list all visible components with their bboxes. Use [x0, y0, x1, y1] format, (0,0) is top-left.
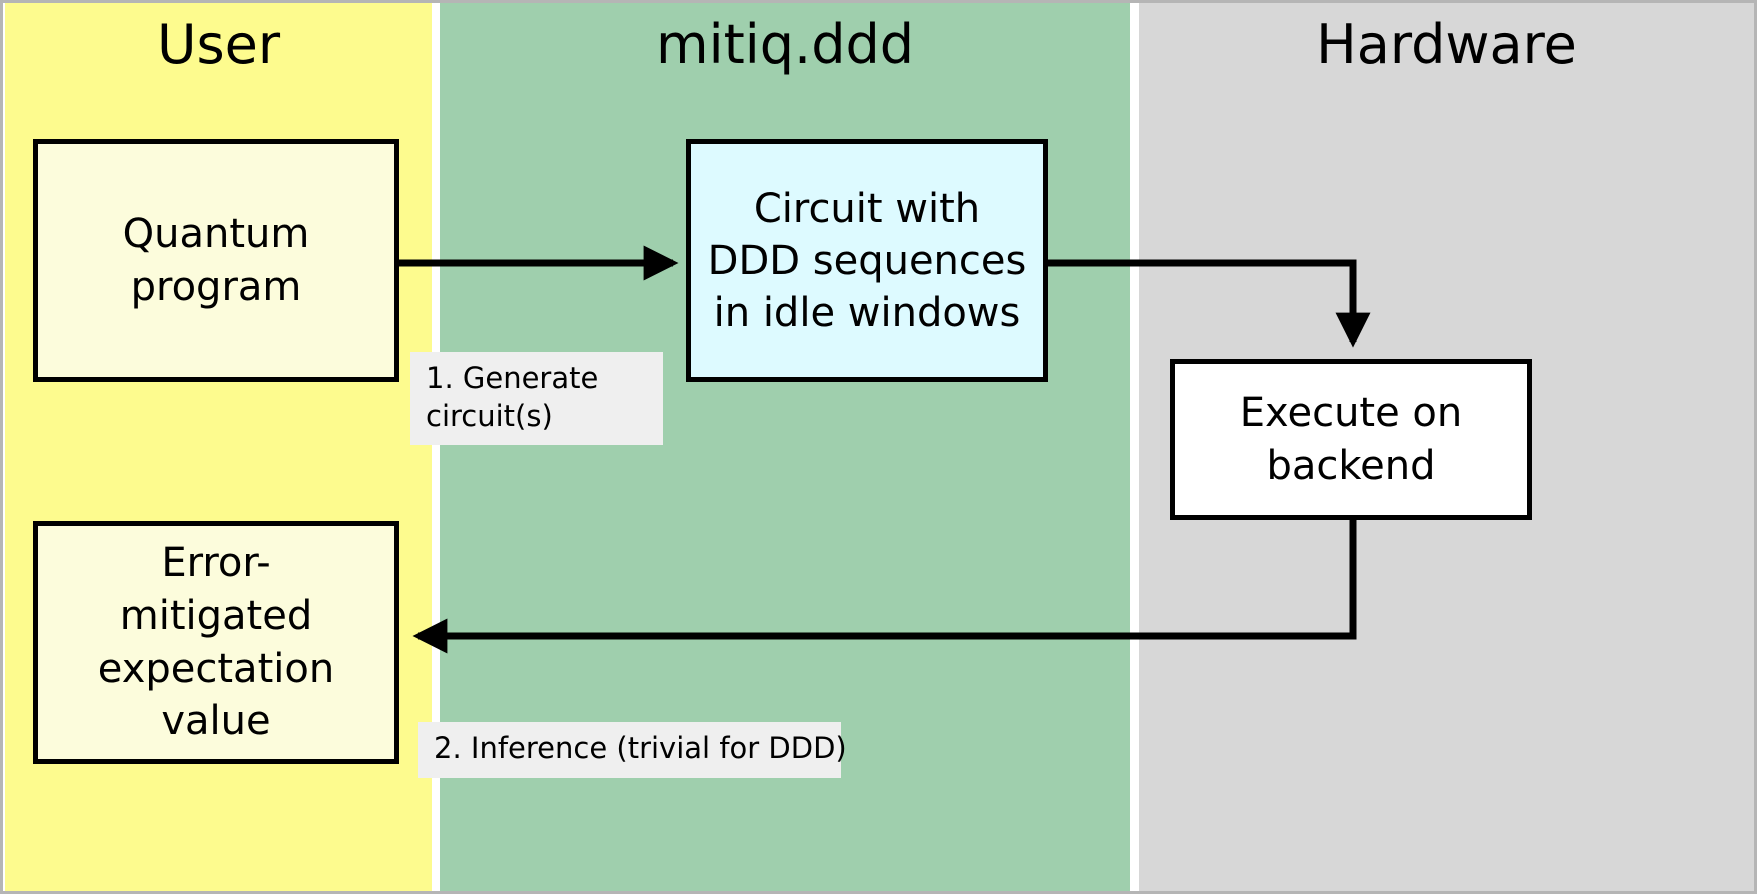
- box-error-mitigated-expectation-value[interactable]: Error- mitigated expectation value: [33, 521, 399, 764]
- box-quantum-program-line2: program: [130, 263, 302, 310]
- box-error-line2: mitigated: [119, 592, 313, 639]
- swimlane-title-mitiq-ddd: mitiq.ddd: [655, 13, 915, 76]
- box-quantum-program[interactable]: Quantum program: [33, 139, 399, 382]
- box-circuit-with-ddd-sequences[interactable]: Circuit with DDD sequences in idle windo…: [686, 139, 1048, 382]
- box-execute-on-backend[interactable]: Execute on backend: [1170, 359, 1532, 520]
- box-execute-line1: Execute on: [1239, 389, 1463, 436]
- arrow-inference-return: [412, 520, 1357, 654]
- step-label-inference: 2. Inference (trivial for DDD): [418, 722, 847, 778]
- step-label-generate-circuits: 1. Generate circuit(s): [410, 352, 663, 446]
- box-circuit-line2: DDD sequences: [707, 237, 1027, 284]
- arrow-execute-on-backend: [1048, 259, 1371, 348]
- swimlane-title-hardware: Hardware: [1316, 13, 1577, 76]
- box-circuit-line1: Circuit with: [753, 185, 981, 232]
- box-quantum-program-line1: Quantum: [122, 210, 310, 257]
- box-execute-line2: backend: [1266, 442, 1436, 489]
- box-error-line3: expectation: [97, 645, 335, 692]
- step-label-1-line1: 1. Generate: [426, 361, 599, 395]
- swimlane-title-user: User: [156, 13, 281, 76]
- box-error-line1: Error-: [161, 539, 271, 586]
- box-error-line4: value: [161, 698, 271, 745]
- box-circuit-line3: in idle windows: [713, 289, 1021, 336]
- step-label-1-line2: circuit(s): [426, 398, 553, 433]
